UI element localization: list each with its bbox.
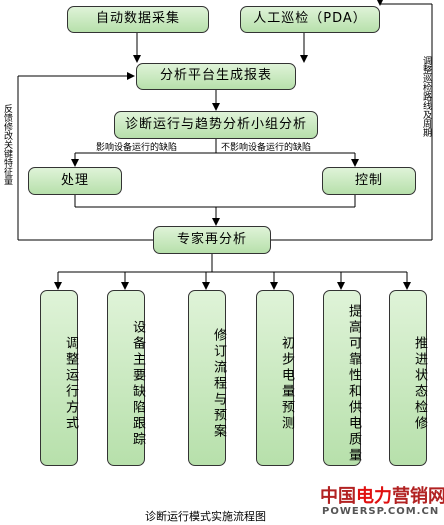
outcome-box-5: 提高可靠性和供电质量	[323, 290, 361, 466]
watermark-cn-suffix: 营销网	[392, 486, 444, 507]
watermark-cn-prefix: 中国	[320, 486, 356, 507]
outcome-box-2: 设备主要缺陷跟踪	[107, 290, 145, 466]
figure-caption: 诊断运行模式实施流程图	[145, 510, 266, 523]
branch-right-label: 不影响设备运行的缺陷	[221, 143, 312, 153]
outcome-box-1: 调整运行方式	[40, 290, 78, 466]
watermark-logo-cn: 中国电力营销网	[320, 482, 444, 508]
expert-reanalysis-box: 专家再分析	[153, 226, 271, 254]
watermark-cn-highlight: 电力	[356, 486, 392, 507]
outcome-box-6: 推进状态检修	[389, 290, 427, 466]
right-feedback-label: 调整巡检路线及周期	[421, 56, 431, 137]
diagnosis-group-box: 诊断运行与趋势分析小组分析	[114, 111, 318, 139]
outcome-box-3: 修订流程与预案	[188, 290, 226, 466]
analysis-platform-box: 分析平台生成报表	[136, 63, 296, 90]
handle-box: 处理	[28, 167, 122, 195]
left-feedback-label: 反馈修改关键特征量	[2, 104, 12, 185]
control-box: 控制	[322, 167, 416, 195]
manual-inspection-pda-box: 人工巡检（PDA）	[240, 6, 380, 33]
outcome-box-4: 初步电量预测	[256, 290, 294, 466]
watermark-logo-en: POWERSP.COM.CN	[322, 506, 440, 517]
branch-left-label: 影响设备运行的缺陷	[96, 143, 178, 153]
auto-data-collection-box: 自动数据采集	[67, 6, 209, 33]
